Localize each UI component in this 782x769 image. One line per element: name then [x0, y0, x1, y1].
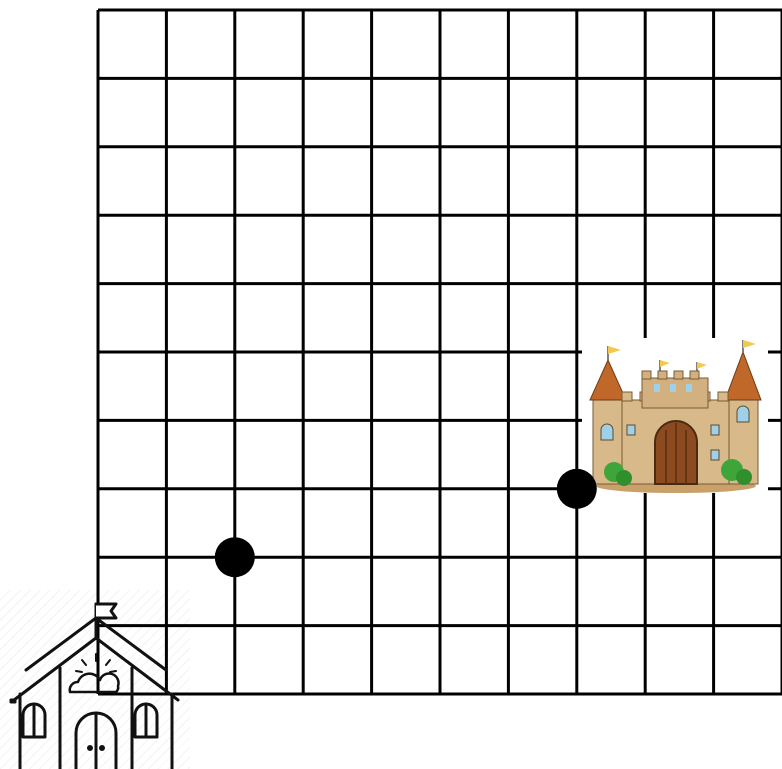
points-layer	[215, 469, 597, 577]
point-b	[557, 469, 597, 509]
castle-icon	[582, 338, 768, 493]
point-a	[215, 537, 255, 577]
school-house-icon	[11, 604, 178, 769]
